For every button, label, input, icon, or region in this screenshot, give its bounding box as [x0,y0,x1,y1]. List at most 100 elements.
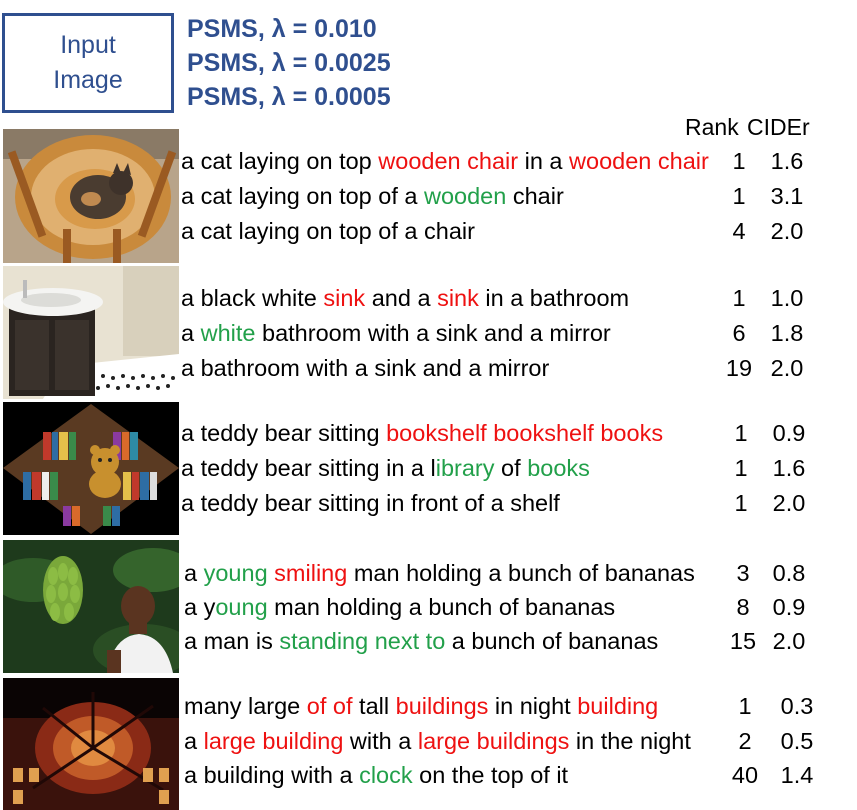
caption-3-2: a teddy bear sitting in a library of boo… [181,451,590,486]
cider-value: 1.0 [770,285,804,311]
caption-segment: chair [506,183,564,209]
cider-value: 2.0 [770,218,804,244]
caption-segment: books [527,455,590,481]
caption-segment: in night [488,693,578,719]
caption-segment: bathroom with a sink and a mirror [255,320,611,346]
building-night-image [3,678,179,810]
caption-segment: many large [184,693,307,719]
caption-segment: bookshelf bookshelf books [386,420,664,446]
caption-segment: a teddy bear sitting in front of a shelf [181,490,560,516]
caption-segment: building [577,693,659,719]
caption-segment: a [184,560,204,586]
legend-psms-0025: PSMS, λ = 0.0025 [187,49,391,77]
caption-segment: sink [437,285,479,311]
caption-2-2: a white bathroom with a sink and a mirro… [181,316,611,351]
bathroom-sink-image [3,266,179,399]
legend-psms-010: PSMS, λ = 0.010 [187,15,377,43]
caption-segment: in the night [569,728,691,754]
caption-segment: and a [365,285,438,311]
caption-segment: white [200,320,256,346]
caption-segment: ibrary [435,455,495,481]
caption-segment: a cat laying on top of a [181,183,424,209]
cider-value: 1.6 [772,455,806,481]
rank-column-header: Rank [685,114,739,140]
caption-segment: in a [518,148,570,174]
caption-3-3: a teddy bear sitting in front of a shelf [181,486,560,521]
caption-segment: standing next to [279,628,446,654]
rank-value: 4 [732,218,746,244]
input-image-legend-box: Input Image [2,13,174,113]
rank-value: 40 [731,762,759,788]
rank-value: 8 [736,594,750,620]
caption-1-2: a cat laying on top of a wooden chair [181,179,564,214]
caption-2-3: a bathroom with a sink and a mirror [181,351,549,386]
caption-segment: a [181,320,201,346]
caption-segment: of of [306,693,353,719]
caption-segment: a building with a [184,762,360,788]
cat-chair-image [3,129,179,263]
caption-segment: large buildings [417,728,570,754]
caption-segment: clock [359,762,413,788]
caption-segment: a y [184,594,216,620]
cider-value: 1.6 [770,148,804,174]
rank-value: 1 [732,183,746,209]
boy-bananas-image [3,540,179,673]
caption-segment: a cat laying on top of a chair [181,218,475,244]
rank-value: 3 [736,560,750,586]
caption-3-1: a teddy bear sitting bookshelf bookshelf… [181,416,663,451]
rank-value: 1 [738,693,752,719]
cider-value: 3.1 [770,183,804,209]
rank-value: 2 [738,728,752,754]
cider-value: 2.0 [772,628,806,654]
cider-value: 2.0 [772,490,806,516]
caption-segment: wooden chair [569,148,709,174]
caption-segment: buildings [395,693,489,719]
caption-2-1: a black white sink and a sink in a bathr… [181,281,629,316]
caption-4-1: a young smiling man holding a bunch of b… [184,556,695,591]
caption-1-3: a cat laying on top of a chair [181,214,475,249]
rank-value: 1 [732,148,746,174]
cider-value: 1.8 [770,320,804,346]
caption-segment: in a bathroom [478,285,630,311]
caption-segment: smiling [274,560,348,586]
cider-value: 2.0 [770,355,804,381]
caption-segment: sink [323,285,366,311]
caption-segment: with a [343,728,418,754]
cider-column-header: CIDEr [747,114,810,140]
cider-value: 0.8 [772,560,806,586]
rank-value: 1 [734,455,748,481]
cider-value: 0.9 [772,594,806,620]
cider-value: 0.3 [780,693,814,719]
psms-legend: PSMS, λ = 0.010 PSMS, λ = 0.0025 PSMS, λ… [187,12,391,114]
caption-segment: wooden [424,183,507,209]
rank-value: 1 [734,420,748,446]
caption-segment: man holding a bunch of bananas [347,560,695,586]
caption-segment: wooden chair [378,148,519,174]
rank-value: 6 [732,320,746,346]
caption-segment: man holding a bunch of bananas [267,594,616,620]
caption-1-1: a cat laying on top wooden chair in a wo… [181,144,709,179]
cider-value: 0.9 [772,420,806,446]
caption-segment: a bathroom with a sink and a mirror [181,355,550,381]
caption-segment: a man is [184,628,280,654]
caption-5-2: a large building with a large buildings … [184,724,691,759]
caption-segment: large building [203,728,344,754]
caption-4-2: a young man holding a bunch of bananas [184,590,615,625]
input-legend-line-1: Input [60,31,116,59]
input-legend-line-2: Image [53,66,123,94]
caption-segment: on the top of it [412,762,569,788]
rank-value: 1 [732,285,746,311]
caption-5-3: a building with a clock on the top of it [184,758,568,793]
caption-5-1: many large of of tall buildings in night… [184,689,658,724]
caption-segment: young [203,560,268,586]
caption-4-3: a man is standing next to a bunch of ban… [184,624,658,659]
cider-value: 0.5 [780,728,814,754]
caption-segment: a bunch of bananas [445,628,659,654]
caption-segment: a teddy bear sitting [181,420,387,446]
caption-segment: a [184,728,204,754]
rank-value: 19 [725,355,753,381]
caption-segment: a teddy bear sitting in a l [181,455,436,481]
rank-value: 1 [734,490,748,516]
caption-segment: a black white [181,285,324,311]
caption-segment: of [494,455,528,481]
